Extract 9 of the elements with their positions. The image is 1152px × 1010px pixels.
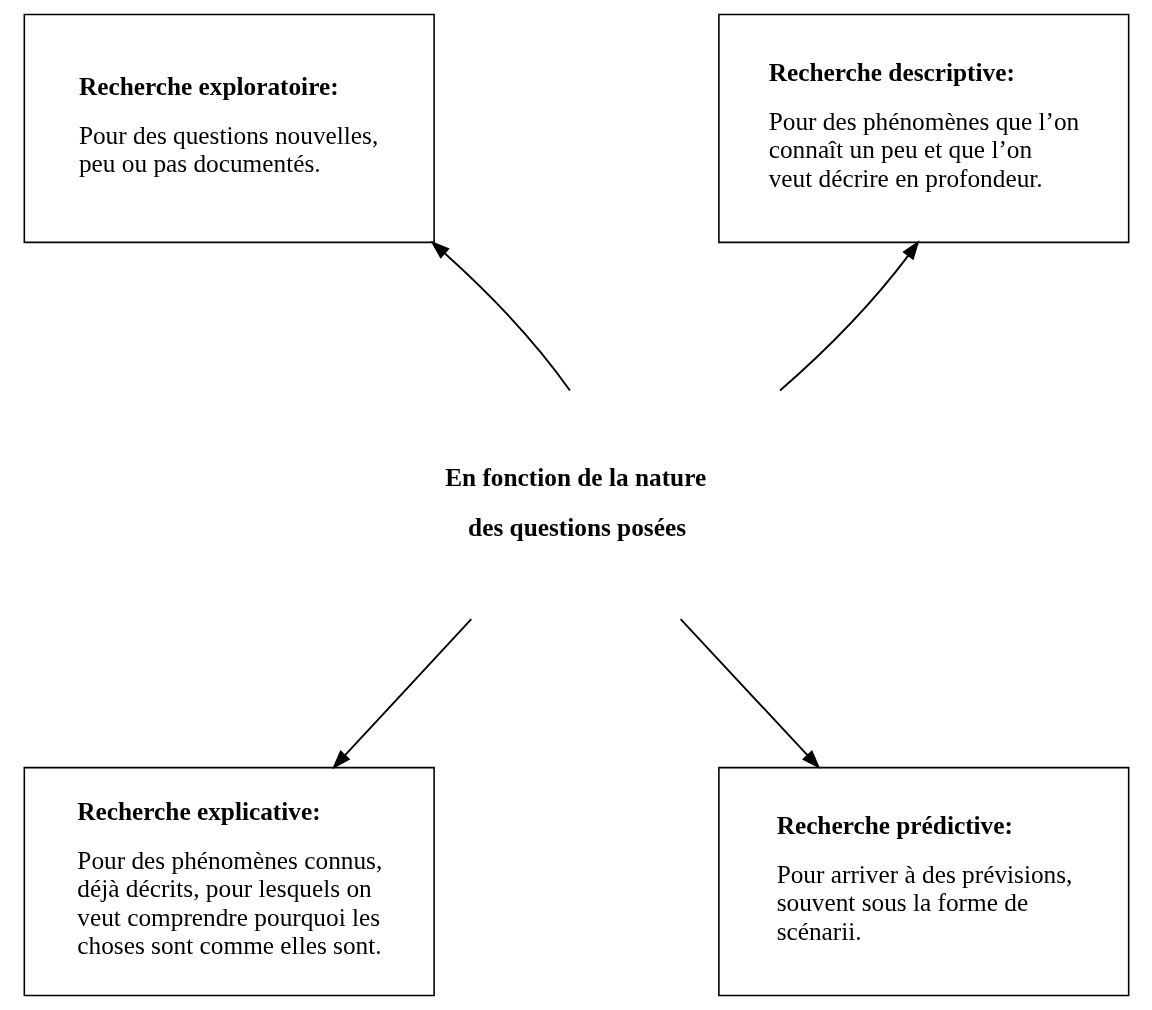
node-box: Recherche prédictive: Pour arriver à des prévisions, souvent sous la forme de scénarii. bbox=[717, 766, 1129, 997]
arrow bbox=[679, 618, 820, 770]
arrow bbox=[429, 240, 571, 392]
arrow bbox=[778, 240, 919, 392]
node-box: Recherche descriptive: Pour des phénomènes que l’on connaît un peu et que l’on veut décrire en profondeur. bbox=[717, 13, 1129, 244]
arrow bbox=[331, 618, 472, 770]
node-text: En fonction de la nature des questions posées bbox=[444, 462, 706, 542]
node-box: Recherche exploratoire: Pour des questions nouvelles, peu ou pas documentés. bbox=[23, 13, 435, 244]
node-box: Recherche explicative: Pour des phénomènes connus, déjà décrits, pour lesquels on veut comprendre pourquoi les choses sont comme elles sont. bbox=[23, 766, 435, 997]
